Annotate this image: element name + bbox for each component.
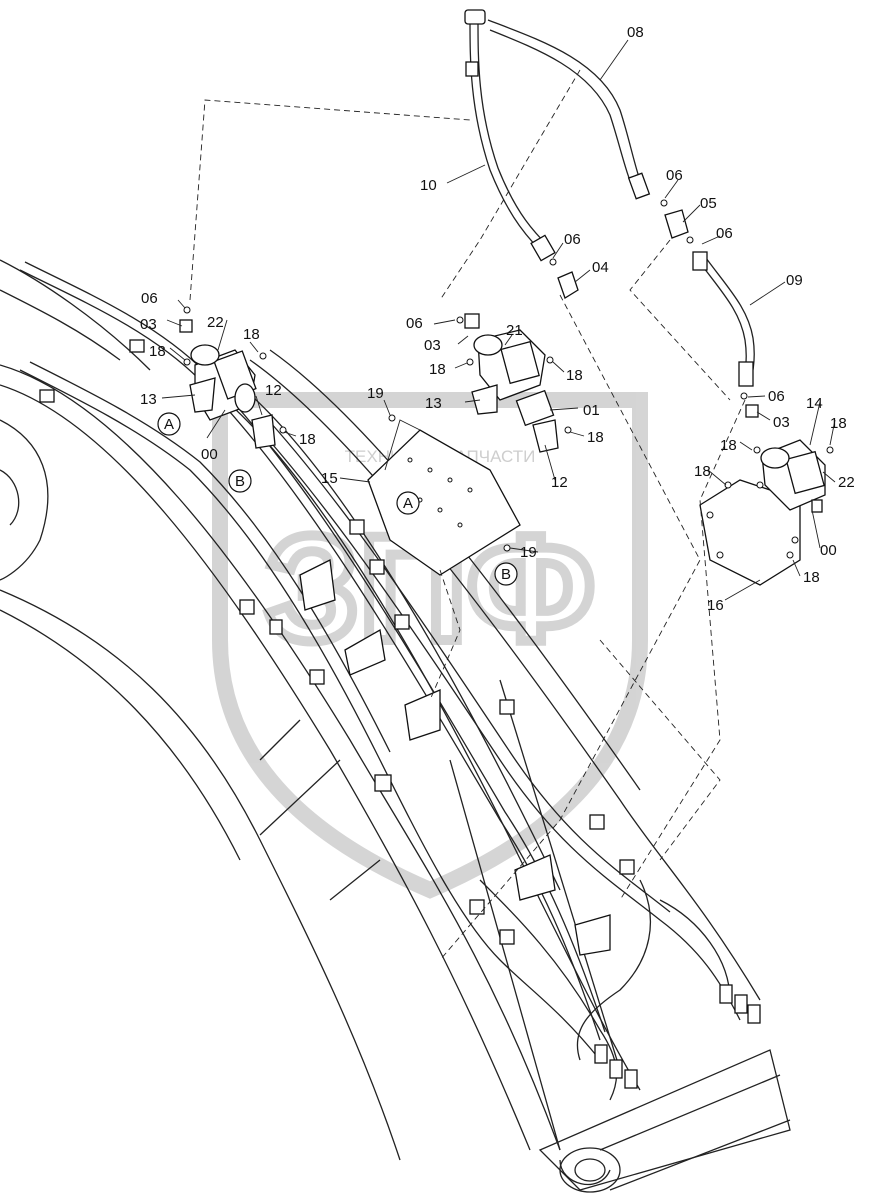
label-16: 16 (707, 597, 724, 614)
label-06: 06 (716, 225, 733, 242)
label-05: 05 (700, 195, 717, 212)
label-18: 18 (803, 569, 820, 586)
label-03: 03 (424, 337, 441, 354)
label-18: 18 (720, 437, 737, 454)
label-03: 03 (773, 414, 790, 431)
label-18: 18 (830, 415, 847, 432)
label-03: 03 (140, 316, 157, 333)
label-09: 09 (786, 272, 803, 289)
valve-assembly-right (699, 404, 834, 586)
label-06: 06 (564, 231, 581, 248)
label-22: 22 (838, 474, 855, 491)
callout-b-center: B (501, 566, 511, 583)
callout-a-center: A (403, 495, 413, 512)
label-21: 21 (506, 322, 523, 339)
callout-b-left: B (235, 473, 245, 490)
boom-pipes (19, 261, 761, 1101)
label-18: 18 (243, 326, 260, 343)
label-13: 13 (140, 391, 157, 408)
label-18: 18 (694, 463, 711, 480)
valve-assembly-center (367, 313, 572, 576)
label-14: 14 (806, 395, 823, 412)
label-12: 12 (265, 382, 282, 399)
label-10: 10 (420, 177, 437, 194)
part-labels: 08 10 06 05 06 06 04 09 06 22 03 18 18 1… (140, 24, 855, 614)
label-04: 04 (592, 259, 609, 276)
label-08: 08 (627, 24, 644, 41)
leader-lines (161, 39, 836, 601)
hoses (183, 9, 755, 400)
label-13: 13 (425, 395, 442, 412)
label-19: 19 (520, 544, 537, 561)
label-06: 06 (406, 315, 423, 332)
label-15: 15 (321, 470, 338, 487)
label-00: 00 (201, 446, 218, 463)
label-12: 12 (551, 474, 568, 491)
label-18: 18 (587, 429, 604, 446)
valve-assembly-left (179, 319, 287, 449)
callout-a-left: A (164, 416, 174, 433)
label-00: 00 (820, 542, 837, 559)
label-18: 18 (429, 361, 446, 378)
label-18: 18 (566, 367, 583, 384)
label-19: 19 (367, 385, 384, 402)
callouts: A B A B (157, 412, 518, 586)
label-22: 22 (207, 314, 224, 331)
label-06: 06 (141, 290, 158, 307)
label-06: 06 (666, 167, 683, 184)
label-18: 18 (299, 431, 316, 448)
label-01: 01 (583, 402, 600, 419)
label-18: 18 (149, 343, 166, 360)
connection-lines (189, 69, 746, 961)
label-06: 06 (768, 388, 785, 405)
